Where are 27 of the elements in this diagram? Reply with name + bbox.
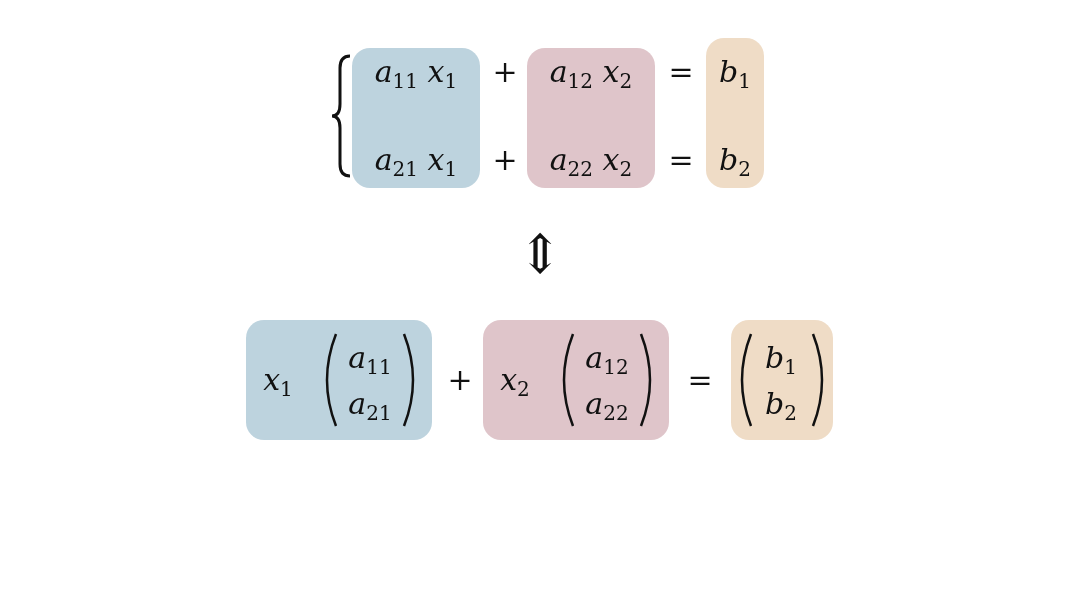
highlight-box [352, 48, 480, 188]
math-operator: = [668, 57, 694, 87]
math-operator: + [492, 57, 518, 87]
highlight-box [731, 320, 833, 440]
highlight-box [706, 38, 764, 188]
math-term: a$_{22}$ [585, 389, 629, 419]
math-term: a$_{21}$ x$_{1}$ [374, 145, 458, 175]
math-term: x$_{1}$ [263, 365, 293, 395]
math-operator: = [668, 145, 694, 175]
math-operator: = [687, 365, 713, 395]
equivalence-symbol: ⇕ [517, 228, 563, 282]
math-term: a$_{11}$ [348, 343, 392, 373]
math-term: a$_{12}$ [585, 343, 629, 373]
math-term: a$_{22}$ x$_{2}$ [549, 145, 633, 175]
highlight-box [527, 48, 655, 188]
math-term: a$_{11}$ x$_{1}$ [374, 57, 458, 87]
math-term: b$_{2}$ [765, 389, 797, 419]
math-term: a$_{21}$ [348, 389, 392, 419]
math-operator: + [447, 365, 473, 395]
highlight-box [483, 320, 669, 440]
math-operator: + [492, 145, 518, 175]
math-term: b$_{1}$ [719, 57, 751, 87]
highlight-box [246, 320, 432, 440]
math-term: x$_{2}$ [500, 365, 530, 395]
math-term: b$_{1}$ [765, 343, 797, 373]
math-term: b$_{2}$ [719, 145, 751, 175]
math-term: a$_{12}$ x$_{2}$ [549, 57, 633, 87]
